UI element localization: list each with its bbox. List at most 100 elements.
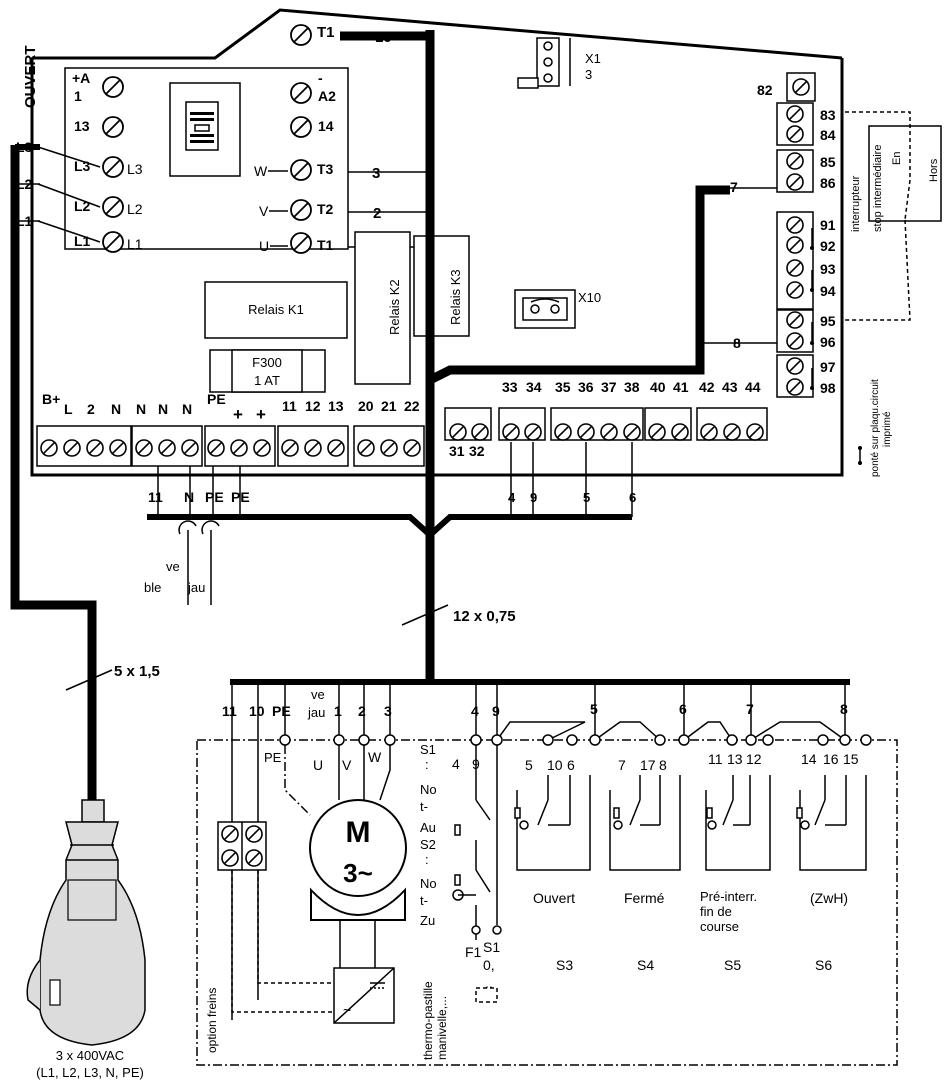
contactor-right-3: T3 [317,161,334,177]
switch-label-2: stop intermédiaire [872,145,884,232]
bus-label-pe: PE [272,703,291,719]
bus-label-10: 10 [249,703,265,719]
strip-label-11: 12 [305,398,321,414]
terminal-96: 96 [820,334,836,350]
harness-ble: ble [144,580,161,595]
strip-sub-0: 31 [449,443,465,459]
contactor-right-0: - [318,70,323,86]
inner-l1: L1 [127,236,143,252]
thermo-label-1: thermo-pastille [421,981,435,1060]
pin-7: 7 [618,757,626,773]
s1-text-7: S2 [420,837,436,852]
bus-label-6: 6 [679,701,687,717]
strip-right-9: 43 [722,379,738,395]
bus-ve: ve [311,687,325,702]
relay-k1-label: Relais K1 [248,302,304,317]
bridge-label-2: imprimé [882,411,893,447]
wire-label-3: 3 [372,165,380,182]
strip-right-6: 40 [650,379,666,395]
contactor-panel: OUVERT +A 1 13 L3 L2 L1 L3 L2 L1 - A2 14… [22,45,349,254]
strip-right-5: 38 [624,379,640,395]
pin-17: 17 [640,757,656,773]
terminal-84: 84 [820,127,836,143]
harness-cable-4: 4 [508,490,516,505]
terminal-83: 83 [820,107,836,123]
switch-zwh: (ZwH) [810,890,848,906]
f1-text-3: .. [485,975,493,991]
state-label: OUVERT [22,45,39,108]
strip-right-3: 36 [578,379,594,395]
motor-w: W [368,749,382,765]
strip-right-4: 37 [601,379,617,395]
wire-label-8: 8 [733,335,741,351]
motor-enclosure: PE U V W M 3~ ~ option freins S1 : 4 9 [196,734,898,1066]
bus-label-1: 1 [334,703,342,719]
bus-jau: jau [307,705,325,720]
strip-right-7: 41 [673,379,689,395]
wire-label-10: 10 [375,29,392,46]
side-line-l1: L1 [16,213,33,229]
strip-label-10: 11 [282,398,297,414]
uvw-w: W [254,163,268,179]
plug-line1: 3 x 400VAC [56,1048,124,1063]
strip-label-1: L [64,401,73,417]
limit-switches: 5 10 6 7 17 8 11 13 12 14 16 15 [514,751,867,973]
pin-13: 13 [727,751,743,767]
terminal-85: 85 [820,154,836,170]
cable-main-label: 12 x 0,75 [453,608,516,625]
strip-label-9: + [256,405,266,424]
s1-text-2: 4 [452,756,460,772]
strip-label-12: 13 [328,398,344,414]
motor-terminals [279,734,872,746]
connector-x10: X10 [514,289,601,329]
contactor-right-1: A2 [318,88,336,104]
switch-en: En [891,152,903,165]
switch-id-s4: S4 [637,957,654,973]
strip-label-14: 21 [381,398,397,414]
wire-label-2: 2 [373,205,381,222]
rectifier-ac: ~ [343,1002,351,1018]
bottom-terminal-strip: B+ L 2 N N N N PE + + 11 12 13 20 21 22 … [36,379,768,467]
strip-right-8: 42 [699,379,715,395]
pin-10: 10 [547,757,563,773]
contactor-right-5: T1 [317,237,334,253]
pin-16: 16 [823,751,839,767]
pin-5: 5 [525,757,533,773]
stop-switch: interrupteur stop intermédiaire En Hors … [845,111,942,477]
s1-text-11: Zu [420,913,435,928]
contactor-right-4: T2 [317,201,334,217]
harness-jau: jau [187,580,205,595]
terminal-95: 95 [820,313,836,329]
option-freins: option freins [205,988,219,1053]
harness: 4 9 5 6 11 N PE PE ve ble jau 12 x 0,75 … [65,442,636,691]
bus-label-8: 8 [840,701,848,717]
strip-label-2: 2 [87,401,95,417]
motor-v: V [342,757,352,773]
pin-11: 11 [708,751,723,767]
motor-bus: 11 10 PE 1 2 3 4 9 5 6 7 8 ve jau [222,679,850,1020]
terminal-91: 91 [820,217,836,233]
pin-12: 12 [746,751,762,767]
terminal-98: 98 [820,380,836,396]
right-terminal-strip: 82 83 84 85 86 91 92 93 94 95 96 97 98 [757,72,836,398]
s1-text-4: No [420,782,437,797]
strip-label-3: N [111,401,121,417]
motor-pe: PE [264,750,282,765]
x1-sub-label: 3 [585,67,592,82]
f1-text-0: S1 [483,939,500,955]
side-line-l3: L3 [16,139,33,155]
bus-label-7: 7 [746,701,754,717]
relay-k3-label: Relais K3 [448,269,463,325]
bus-label-9: 9 [492,703,500,719]
switch-pre-sub-2: course [700,919,739,934]
bus-label-11: 11 [222,703,237,719]
switch-hors: Hors [928,158,940,182]
terminal-92: 92 [820,238,836,254]
switch-ferme: Fermé [624,890,665,906]
plug-line2: (L1, L2, L3, N, PE) [36,1065,144,1080]
pin-8: 8 [659,757,667,773]
inner-l2: L2 [127,201,143,217]
terminal-93: 93 [820,261,836,277]
strip-label-4: N [136,401,146,417]
